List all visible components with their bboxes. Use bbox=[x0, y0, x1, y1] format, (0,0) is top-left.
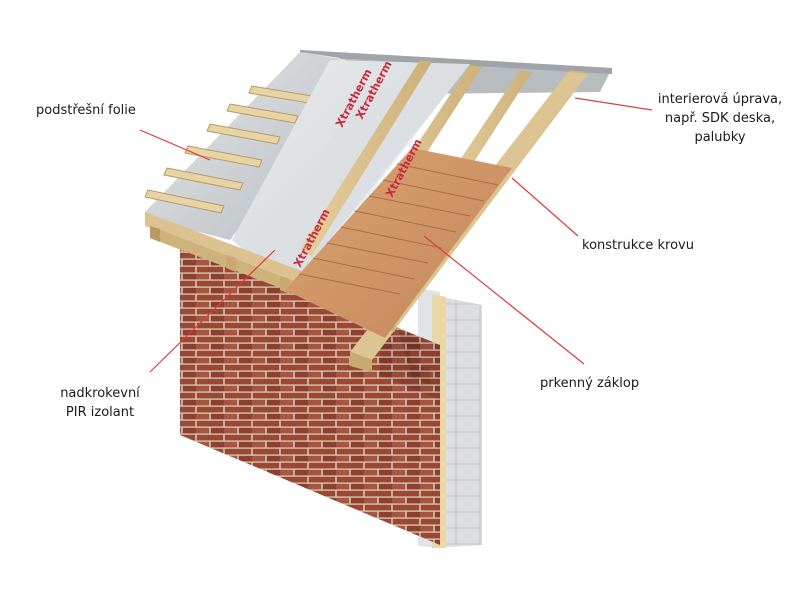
label-prkenny-zaklop: prkenný záklop bbox=[540, 376, 640, 391]
leader-zaklop bbox=[423, 235, 585, 365]
board-decking bbox=[285, 148, 512, 338]
label-podstresni-folie: podstřešní folie bbox=[36, 103, 136, 118]
leader-pir bbox=[149, 249, 276, 373]
brick-wall bbox=[180, 243, 440, 545]
label-interierova-uprava: interierová úprava, např. SDK deska, pal… bbox=[657, 92, 783, 145]
leader-interier bbox=[574, 97, 653, 111]
leader-folie bbox=[139, 129, 211, 161]
leader-lines bbox=[139, 97, 653, 373]
label-nadkrokevni-pir-izolant: nadkrokevní PIR izolant bbox=[60, 386, 140, 420]
label-konstrukce-krovu: konstrukce krovu bbox=[582, 238, 694, 253]
leader-krov bbox=[511, 177, 579, 237]
